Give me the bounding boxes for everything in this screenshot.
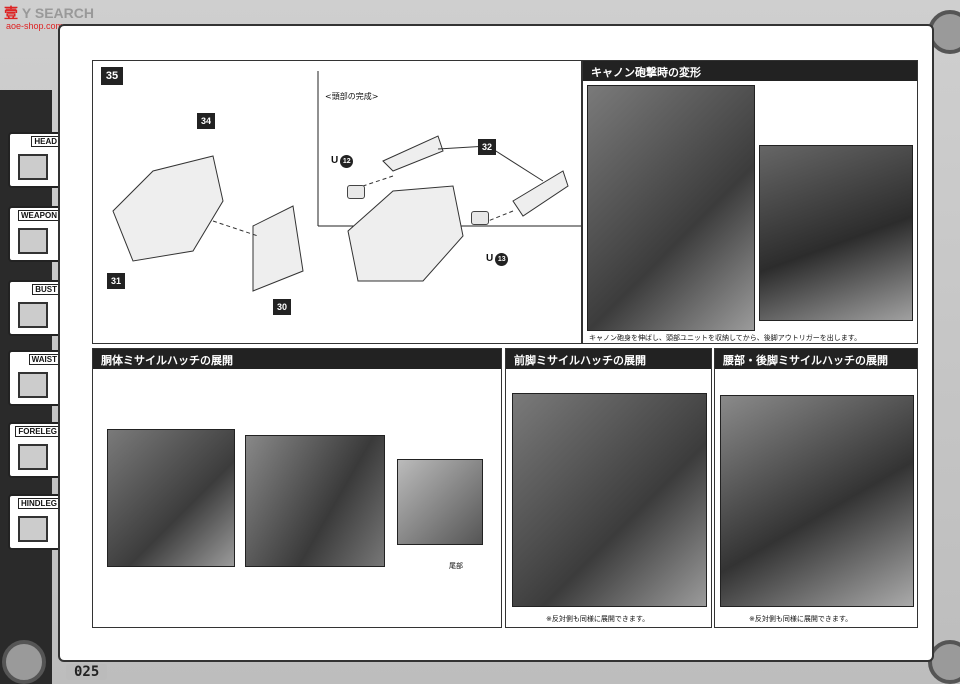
step-number: 35 [101, 67, 123, 85]
hindleg-icon [18, 516, 48, 542]
tab-bust[interactable]: BUST [8, 280, 64, 336]
waist-icon [18, 372, 48, 398]
part-number: 30 [273, 299, 291, 315]
part-u13 [471, 211, 489, 225]
step-subtitle: <頭部の完成> [325, 92, 379, 101]
weapon-icon [18, 228, 48, 254]
tail-photo [397, 459, 483, 545]
site-url: aoe-shop.com [6, 21, 64, 31]
tail-label: 尾部 [449, 562, 463, 570]
torso-panel: 胴体ミサイルハッチの展開 尾部 [92, 348, 502, 628]
foreleg-icon [18, 444, 48, 470]
tab-head[interactable]: HEAD [8, 132, 64, 188]
torso-photo-1 [107, 429, 235, 567]
foreleg-photo [512, 393, 707, 607]
foreleg-title: 前脚ミサイルハッチの展開 [506, 349, 711, 369]
tab-weapon[interactable]: WEAPON [8, 206, 64, 262]
part-number: 32 [478, 139, 496, 155]
cannon-caption: キャノン砲身を伸ばし、頭部ユニットを収納してから、後脚アウトリガーを出します。 [589, 334, 862, 342]
foreleg-caption: ※反対側も同様に展開できます。 [546, 615, 650, 623]
tab-hindleg[interactable]: HINDLEG [8, 494, 64, 550]
part-u12 [347, 185, 365, 199]
bust-icon [18, 302, 48, 328]
part-number: 31 [107, 273, 125, 289]
part-number: 34 [197, 113, 215, 129]
tab-foreleg[interactable]: FORELEG [8, 422, 64, 478]
foreleg-panel: 前脚ミサイルハッチの展開 ※反対側も同様に展開できます。 [505, 348, 712, 628]
waist-title: 腰部・後脚ミサイルハッチの展開 [715, 349, 917, 369]
corner-dial-left [2, 640, 46, 684]
torso-title: 胴体ミサイルハッチの展開 [93, 349, 501, 369]
assembly-diagram [112, 71, 581, 292]
cannon-photo-1 [587, 85, 755, 331]
waist-caption: ※反対側も同様に展開できます。 [749, 615, 853, 623]
page-number: 025 [66, 664, 108, 680]
cannon-photo-2 [759, 145, 913, 321]
waist-photo [720, 395, 914, 607]
torso-photo-2 [245, 435, 385, 567]
waist-panel: 腰部・後脚ミサイルハッチの展開 ※反対側も同様に展開できます。 [714, 348, 918, 628]
site-logo: 壹 Y SEARCH [4, 5, 94, 21]
cannon-title: キャノン砲撃時の変形 [583, 61, 917, 81]
head-icon [18, 154, 48, 180]
cannon-panel: キャノン砲撃時の変形 キャノン砲身を伸ばし、頭部ユニットを収納してから、後脚アウ… [582, 60, 918, 344]
tab-waist[interactable]: WAIST [8, 350, 64, 406]
